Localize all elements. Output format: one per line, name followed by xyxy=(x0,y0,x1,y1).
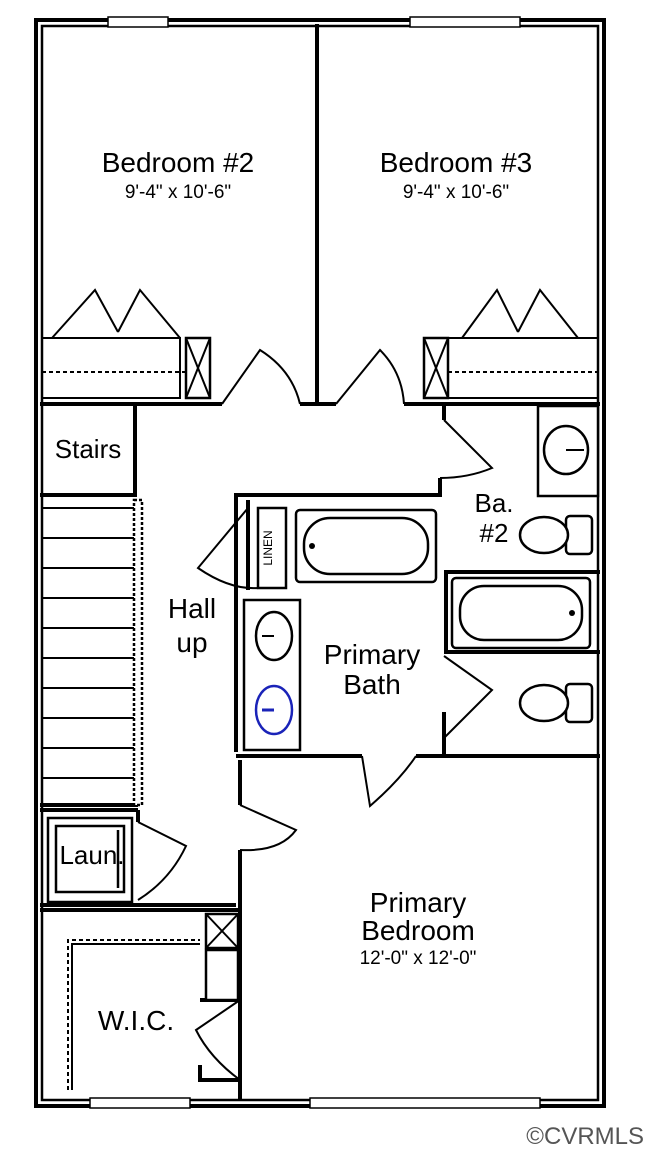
interior-walls xyxy=(40,24,600,1100)
hall-label-line1: Hall xyxy=(168,593,216,624)
primary-bedroom-label-line2: Bedroom xyxy=(361,915,475,946)
primary-bedroom-doors xyxy=(204,804,298,1002)
bath2-label-line2: #2 xyxy=(480,518,509,548)
primary-bath-label-line2: Bath xyxy=(343,669,401,700)
linen-label: LINEN xyxy=(261,530,275,565)
stair-treads xyxy=(42,498,144,807)
linen-closet xyxy=(196,500,288,590)
primary-bath-fixtures xyxy=(242,508,494,808)
copyright-watermark: ©CVRMLS xyxy=(526,1123,644,1150)
primary-bedroom-label-line1: Primary xyxy=(370,887,466,918)
primary-bedroom-dims: 12'-0" x 12'-0" xyxy=(360,948,477,969)
bedroom2-label: Bedroom #2 xyxy=(102,147,255,178)
laundry-fixtures xyxy=(46,816,188,904)
bedroom3-label: Bedroom #3 xyxy=(380,147,533,178)
stairs-label: Stairs xyxy=(55,434,121,464)
bath2-fixtures xyxy=(450,404,600,724)
bedroom-doors xyxy=(221,348,494,479)
laundry-label: Laun. xyxy=(59,840,124,870)
hall-label-line2: up xyxy=(176,627,207,658)
wic-fixtures xyxy=(67,939,241,1090)
room-labels: Bedroom #2 9'-4" x 10'-6" Bedroom #3 9'-… xyxy=(55,147,533,1036)
bath2-label-line1: Ba. xyxy=(474,488,513,518)
bedroom-closets xyxy=(42,288,598,400)
bedroom3-dims: 9'-4" x 10'-6" xyxy=(403,182,509,203)
primary-bath-label-line1: Primary xyxy=(324,639,420,670)
bedroom2-dims: 9'-4" x 10'-6" xyxy=(125,182,231,203)
windows xyxy=(89,16,541,1109)
wic-label: W.I.C. xyxy=(98,1005,174,1036)
